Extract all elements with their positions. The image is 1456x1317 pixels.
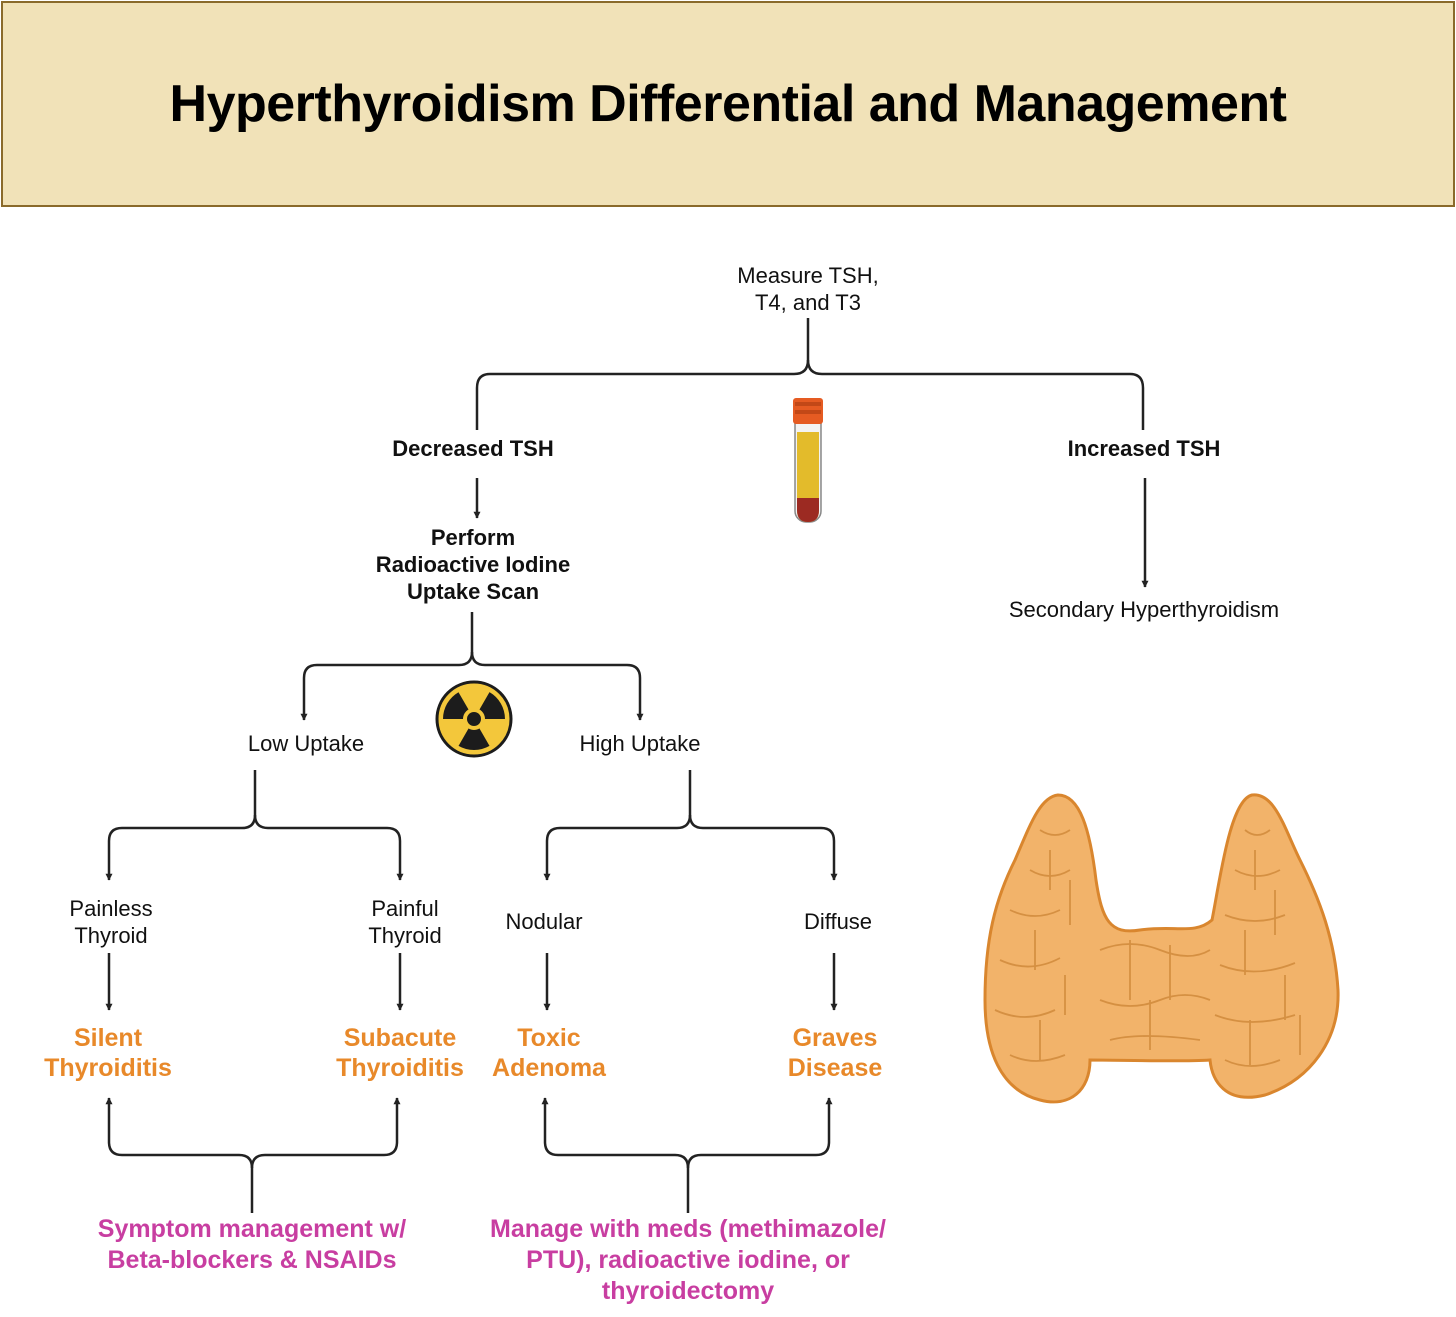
increased-tsh-node: Increased TSH (1067, 436, 1221, 461)
toxic-line-2: Adenoma (492, 1054, 606, 1082)
blood-tube-icon (793, 398, 823, 523)
page-title: Hyperthyroidism Differential and Managem… (169, 75, 1287, 133)
subacute-line-1: Subacute (343, 1024, 457, 1052)
meds-management-note: Manage with meds (methimazole/ PTU), rad… (490, 1214, 886, 1307)
symptom-management-note: Symptom management w/ Beta-blockers & NS… (98, 1214, 406, 1276)
meds-line-1: Manage with meds (methimazole/ (490, 1215, 886, 1243)
graves-line-1: Graves (792, 1024, 878, 1052)
perform-scan-node: Perform Radioactive Iodine Uptake Scan (376, 524, 570, 605)
diffuse-node: Diffuse (803, 909, 873, 934)
perform-line-2: Radioactive Iodine (375, 552, 571, 577)
high-uptake-node: High Uptake (579, 731, 701, 756)
silent-line-2: Thyroiditis (44, 1054, 172, 1082)
low-uptake-node: Low Uptake (247, 731, 365, 756)
nodular-node: Nodular (505, 909, 583, 934)
painful-line-1: Painful (371, 896, 439, 921)
title-banner: Hyperthyroidism Differential and Managem… (1, 1, 1455, 207)
painful-line-2: Thyroid (368, 923, 442, 948)
subacute-thyroiditis-diagnosis: Subacute Thyroiditis (336, 1023, 464, 1083)
painless-line-1: Painless (69, 896, 153, 921)
thyroid-gland-illustration (983, 793, 1340, 1104)
perform-line-1: Perform (430, 525, 516, 550)
measure-line-1: Measure TSH, (737, 263, 879, 288)
toxic-adenoma-diagnosis: Toxic Adenoma (492, 1023, 606, 1083)
secondary-hyperthyroidism-node: Secondary Hyperthyroidism (1008, 597, 1280, 622)
meds-line-3: thyroidectomy (601, 1277, 775, 1305)
painful-thyroid-node: Painful Thyroid (368, 895, 441, 949)
radiation-icon (435, 680, 513, 758)
perform-line-3: Uptake Scan (406, 579, 540, 604)
symptom-line-1: Symptom management w/ (97, 1215, 407, 1243)
toxic-line-1: Toxic (517, 1024, 581, 1052)
painless-line-2: Thyroid (74, 923, 148, 948)
graves-disease-diagnosis: Graves Disease (788, 1023, 883, 1083)
graves-line-2: Disease (787, 1054, 883, 1082)
measure-node: Measure TSH, T4, and T3 (737, 262, 878, 316)
subacute-line-2: Thyroiditis (336, 1054, 464, 1082)
silent-line-1: Silent (73, 1024, 143, 1052)
measure-line-2: T4, and T3 (754, 290, 861, 315)
silent-thyroiditis-diagnosis: Silent Thyroiditis (44, 1023, 172, 1083)
meds-line-2: PTU), radioactive iodine, or (526, 1246, 850, 1274)
painless-thyroid-node: Painless Thyroid (69, 895, 152, 949)
symptom-line-2: Beta-blockers & NSAIDs (107, 1246, 397, 1274)
decreased-tsh-node: Decreased TSH (392, 436, 554, 461)
